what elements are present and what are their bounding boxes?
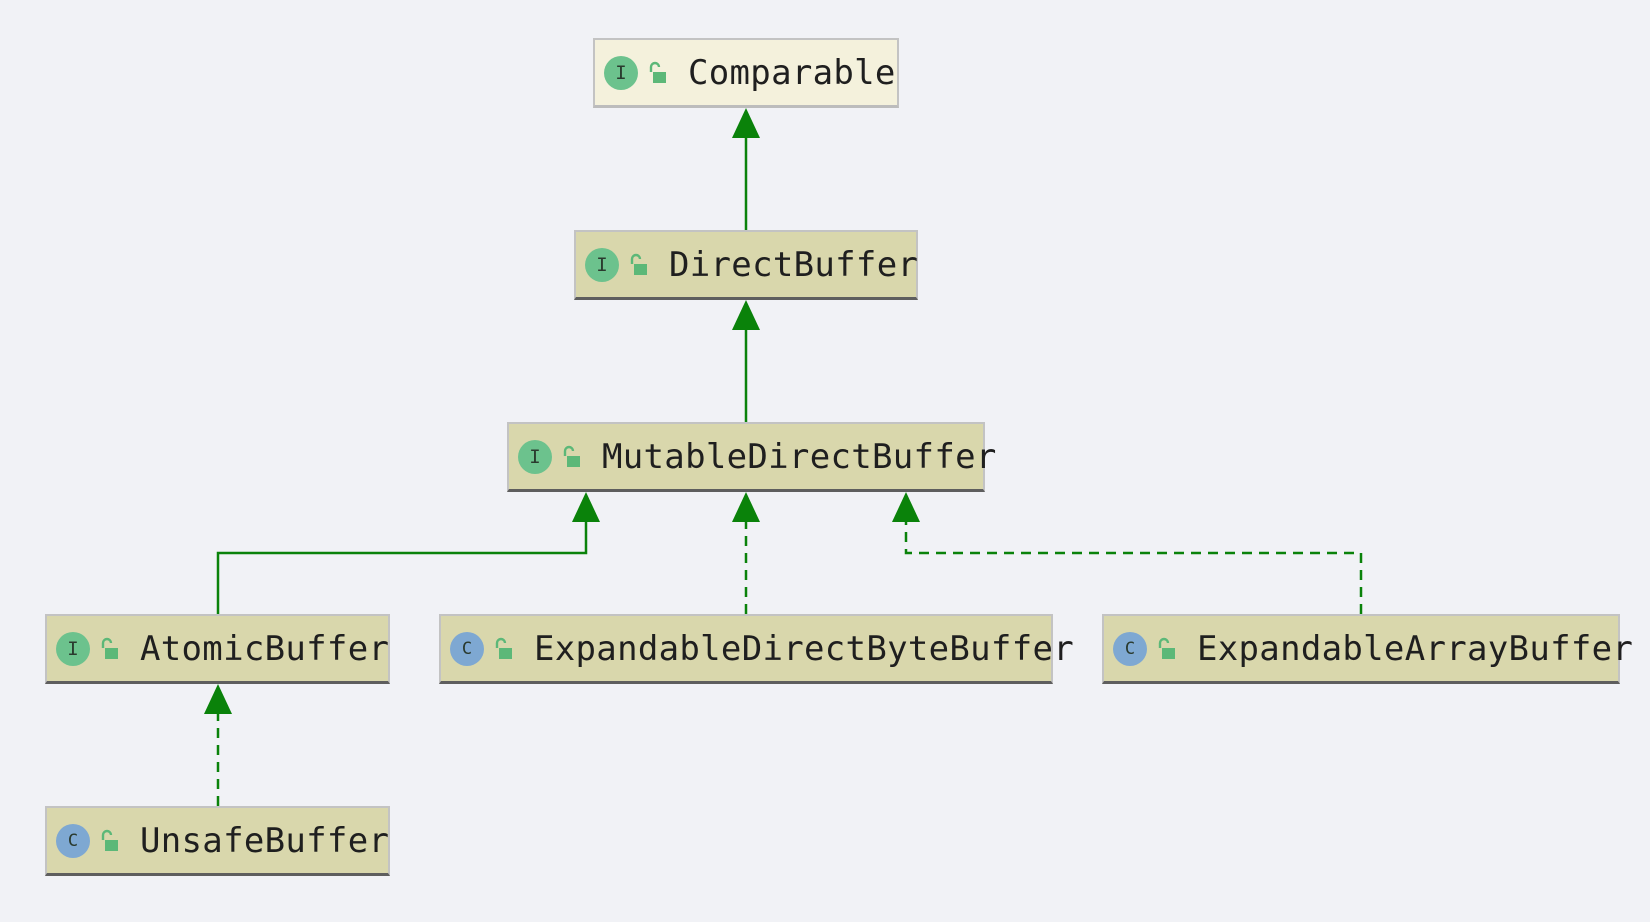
arrowhead-mutable-right [892,492,920,522]
node-comparable[interactable]: I Comparable [593,38,899,108]
class-icon: C [56,823,90,858]
node-label: UnsafeBuffer [140,820,390,861]
node-atomicbuffer[interactable]: I AtomicBuffer [45,614,390,684]
interface-icon: I [518,439,552,474]
node-label: DirectBuffer [669,244,919,285]
unlocked-public-icon [563,445,580,467]
unlocked-public-icon [1158,637,1175,659]
node-label: ExpandableDirectByteBuffer [534,628,1075,669]
node-directbuffer[interactable]: I DirectBuffer [574,230,918,300]
unlocked-public-icon [101,829,118,851]
unlocked-public-icon [101,637,118,659]
unlocked-public-icon [649,61,666,83]
arrowhead-mutable-left [572,492,600,522]
arrowhead-directbuffer [732,300,760,330]
edge-atomicbuffer-to-mutabledirectbuffer [216,520,588,614]
arrowhead-comparable [732,108,760,138]
node-label: AtomicBuffer [140,628,390,669]
node-expandabledirectbytebuffer[interactable]: C ExpandableDirectByteBuffer [439,614,1074,684]
edge-expandablearraybuffer-to-mutabledirectbuffer [904,520,1363,614]
node-mutabledirectbuffer[interactable]: I MutableDirectBuffer [507,422,996,492]
class-icon: C [450,631,484,666]
node-unsafebuffer[interactable]: C UnsafeBuffer [45,806,390,876]
node-label: Comparable [688,52,896,93]
class-icon: C [1113,631,1147,666]
interface-icon: I [604,55,638,90]
arrowhead-mutable-center [732,492,760,522]
unlocked-public-icon [495,637,512,659]
node-expandablearraybuffer[interactable]: C ExpandableArrayBuffer [1102,614,1633,684]
node-label: ExpandableArrayBuffer [1197,628,1634,669]
arrowhead-atomicbuffer [204,684,232,714]
interface-icon: I [56,631,90,666]
unlocked-public-icon [630,253,647,275]
node-label: MutableDirectBuffer [602,436,997,477]
interface-icon: I [585,247,619,282]
